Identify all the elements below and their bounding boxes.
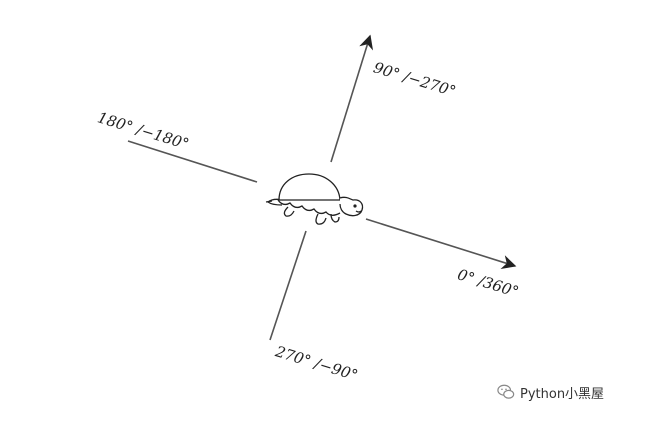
axis-west-line <box>127 140 258 183</box>
watermark: Python小黑屋 <box>497 381 604 403</box>
axis-east-arrow <box>365 218 517 269</box>
wechat-icon <box>497 384 515 399</box>
turtle-icon <box>265 173 364 225</box>
watermark-text: Python小黑屋 <box>520 386 605 402</box>
axis-south-line <box>269 230 307 341</box>
axis-north-arrow <box>330 34 374 163</box>
